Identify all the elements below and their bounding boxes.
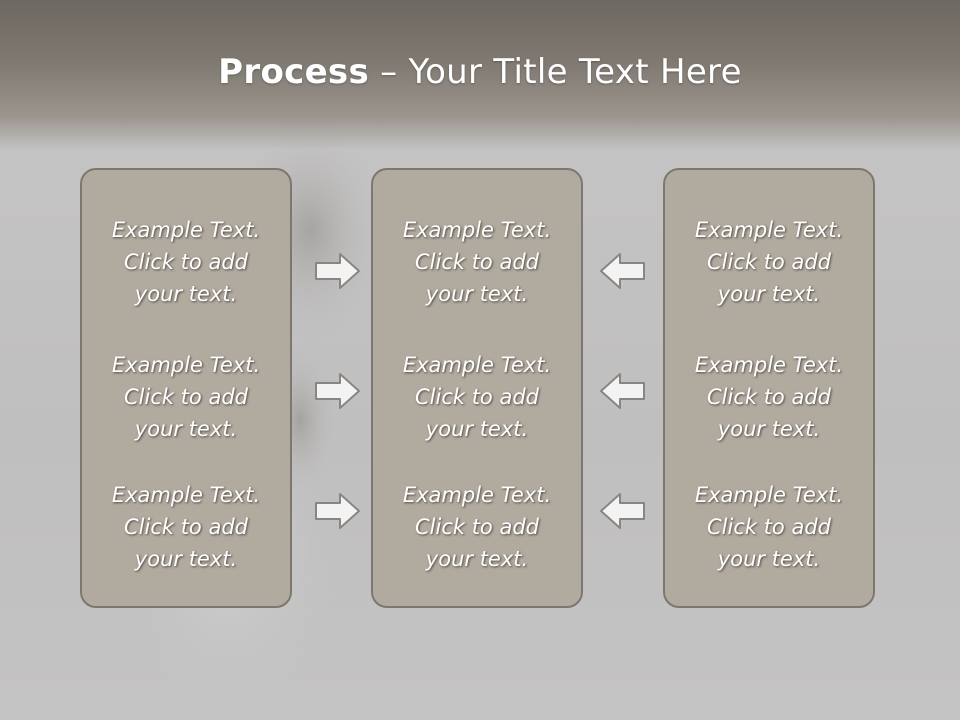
process-box-left[interactable]: Example Text. Click to add your text. Ex… xyxy=(80,168,292,608)
text-line: your text. xyxy=(717,282,821,306)
text-placeholder[interactable]: Example Text. Click to add your text. xyxy=(82,349,290,445)
text-line: Click to add xyxy=(706,515,831,539)
text-line: your text. xyxy=(717,547,821,571)
text-line: Click to add xyxy=(414,385,539,409)
text-line: your text. xyxy=(425,547,529,571)
text-placeholder[interactable]: Example Text. Click to add your text. xyxy=(82,479,290,575)
text-line: Example Text. xyxy=(402,483,552,507)
arrow-right-icon xyxy=(315,253,360,289)
slide-title[interactable]: Process – Your Title Text Here xyxy=(0,52,960,92)
process-box-right[interactable]: Example Text. Click to add your text. Ex… xyxy=(663,168,875,608)
text-line: Click to add xyxy=(123,250,248,274)
arrow-right-icon xyxy=(315,373,360,409)
text-placeholder[interactable]: Example Text. Click to add your text. xyxy=(82,214,290,310)
text-line: Example Text. xyxy=(111,483,261,507)
text-line: Click to add xyxy=(706,385,831,409)
text-placeholder[interactable]: Example Text. Click to add your text. xyxy=(373,479,581,575)
text-placeholder[interactable]: Example Text. Click to add your text. xyxy=(665,214,873,310)
text-line: Click to add xyxy=(414,515,539,539)
text-placeholder[interactable]: Example Text. Click to add your text. xyxy=(665,349,873,445)
title-text: – Your Title Text Here xyxy=(369,52,742,92)
text-line: Example Text. xyxy=(402,353,552,377)
text-placeholder[interactable]: Example Text. Click to add your text. xyxy=(665,479,873,575)
text-line: your text. xyxy=(717,417,821,441)
arrow-left-icon xyxy=(600,493,645,529)
text-line: Example Text. xyxy=(694,218,844,242)
process-box-center[interactable]: Example Text. Click to add your text. Ex… xyxy=(371,168,583,608)
text-line: Example Text. xyxy=(402,218,552,242)
text-line: Click to add xyxy=(706,250,831,274)
text-line: Click to add xyxy=(123,385,248,409)
text-placeholder[interactable]: Example Text. Click to add your text. xyxy=(373,349,581,445)
text-line: Example Text. xyxy=(111,353,261,377)
text-line: your text. xyxy=(134,417,238,441)
text-line: Click to add xyxy=(123,515,248,539)
text-line: your text. xyxy=(425,417,529,441)
arrow-left-icon xyxy=(600,253,645,289)
text-line: Example Text. xyxy=(694,353,844,377)
arrow-right-icon xyxy=(315,493,360,529)
title-band xyxy=(0,0,960,150)
text-line: your text. xyxy=(425,282,529,306)
text-placeholder[interactable]: Example Text. Click to add your text. xyxy=(373,214,581,310)
text-line: Example Text. xyxy=(694,483,844,507)
text-line: your text. xyxy=(134,282,238,306)
title-bold-word: Process xyxy=(218,52,370,92)
text-line: your text. xyxy=(134,547,238,571)
text-line: Click to add xyxy=(414,250,539,274)
text-line: Example Text. xyxy=(111,218,261,242)
arrow-left-icon xyxy=(600,373,645,409)
